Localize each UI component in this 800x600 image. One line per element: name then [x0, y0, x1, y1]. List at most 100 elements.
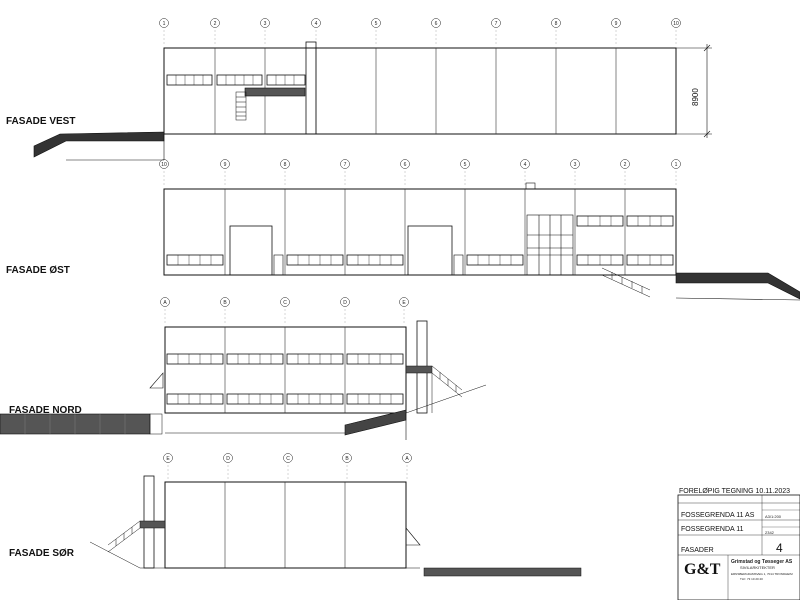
grid-marker-label: 1	[163, 21, 166, 27]
facade-label-sor: FASADE SØR	[9, 548, 75, 559]
firm-name: Grimstad og Tøsseger AS	[731, 559, 793, 565]
facade-vest: FASADE VEST 1 2 3 4 5 6 7 8 9 10	[6, 18, 712, 161]
grid-marker-circle	[460, 159, 470, 169]
grid-marker-label: 8	[284, 162, 287, 168]
grid-marker-label: 7	[344, 162, 347, 168]
chimney-vest	[305, 41, 317, 135]
grid-marker-label: A	[405, 456, 409, 462]
grid-marker-circle	[223, 453, 233, 463]
grid-marker-label: 6	[404, 162, 407, 168]
stair-nord	[431, 365, 463, 398]
drawing-scale: A3/1:200	[765, 514, 782, 519]
grid-marker-label: 2	[214, 21, 217, 27]
grid-marker-circle	[160, 297, 170, 307]
grid-marker-circle	[311, 18, 321, 28]
facade-label-nord: FASADE NORD	[9, 405, 82, 416]
firm-logo: G&T	[684, 561, 721, 578]
grid-marker-label: 5	[375, 21, 378, 27]
grid-marker-circle	[159, 159, 169, 169]
grid-marker-circle	[210, 18, 220, 28]
grid-marker-label: 6	[435, 21, 438, 27]
terrain-slope-nord	[405, 384, 487, 414]
sheet-number: 4	[776, 541, 783, 555]
grid-marker-circle	[163, 453, 173, 463]
grid-marker-circle	[402, 453, 412, 463]
grid-marker-circle	[431, 18, 441, 28]
firm-sub: SIVILARKITEKTER	[740, 565, 775, 570]
grid-marker-circle	[342, 453, 352, 463]
client-name: FOSSEGRENDA 11 AS	[681, 512, 755, 519]
grid-marker-label: 3	[264, 21, 267, 27]
column-lines-ost	[224, 189, 626, 275]
grid-marker-circle	[280, 159, 290, 169]
grid-marker-circle	[340, 159, 350, 169]
drawing-status: FORELØPIG TEGNING 10.11.2023	[679, 488, 790, 495]
grid-marker-label: C	[283, 300, 287, 306]
grid-marker-label: D	[226, 456, 230, 462]
grid-marker-circle	[340, 297, 350, 307]
windows-ost	[166, 215, 674, 266]
building-outline-ost	[163, 188, 677, 276]
grid-marker-label: B	[223, 300, 227, 306]
grid-marker-label: D	[343, 300, 347, 306]
windows-nord	[166, 353, 404, 405]
grid-marker-label: 4	[315, 21, 318, 27]
retaining-wall-sor	[423, 567, 582, 577]
building-outline-vest	[163, 47, 677, 135]
grid-marker-label: 1	[675, 162, 678, 168]
title-block: FORELØPIG TEGNING 10.11.2023 FOSSEGRENDA…	[677, 488, 800, 600]
grid-marker-label: 8	[555, 21, 558, 27]
grid-marker-circle	[220, 297, 230, 307]
grid-marker-label: B	[345, 456, 349, 462]
grid-marker-circle	[570, 159, 580, 169]
column-lines-sor	[224, 482, 346, 568]
grid-marker-circle	[520, 159, 530, 169]
height-dimension-text: 8900	[691, 88, 700, 106]
ground-line-ost	[675, 297, 800, 301]
grid-marker-label: 7	[495, 21, 498, 27]
grid-marker-label: 9	[615, 21, 618, 27]
terrain-ramp-vest	[33, 131, 165, 158]
facade-label-vest: FASADE VEST	[6, 116, 75, 127]
firm-phone: TLF: 73 10 20 20	[740, 577, 763, 581]
curtain-wall-ost	[526, 214, 574, 276]
building-outline-nord	[164, 326, 407, 414]
stair-sor	[107, 520, 141, 553]
sheet-title: FASADER	[681, 547, 714, 554]
grid-marker-circle	[220, 159, 230, 169]
grid-marker-circle	[551, 18, 561, 28]
drawing-number: 2342	[765, 530, 775, 535]
ramp-nord	[344, 409, 407, 436]
grid-marker-label: 10	[161, 162, 167, 168]
grid-marker-circle	[159, 18, 169, 28]
terrain-ramp-ost	[675, 272, 800, 300]
grid-marker-circle	[671, 18, 681, 28]
column-lines-nord	[224, 327, 346, 413]
grid-marker-circle	[400, 159, 410, 169]
windows-vest	[166, 74, 306, 86]
grid-marker-label: 10	[673, 21, 679, 27]
grid-marker-circle	[399, 297, 409, 307]
garage-door-1-ost	[229, 225, 273, 276]
balcony-vest	[244, 87, 306, 97]
grid-marker-circle	[260, 18, 270, 28]
grid-marker-label: A	[163, 300, 167, 306]
grid-marker-circle	[671, 159, 681, 169]
stair-ost	[601, 267, 651, 298]
grid-marker-label: 5	[464, 162, 467, 168]
grid-markers-vest: 1 2 3 4 5 6 7 8 9 10	[159, 18, 681, 45]
grid-marker-label: 2	[624, 162, 627, 168]
grid-marker-label: 4	[524, 162, 527, 168]
window-mullions-nord	[177, 354, 392, 404]
building-outline-sor	[164, 481, 407, 569]
grid-marker-circle	[620, 159, 630, 169]
grid-marker-label: C	[286, 456, 290, 462]
grid-marker-label: 3	[574, 162, 577, 168]
